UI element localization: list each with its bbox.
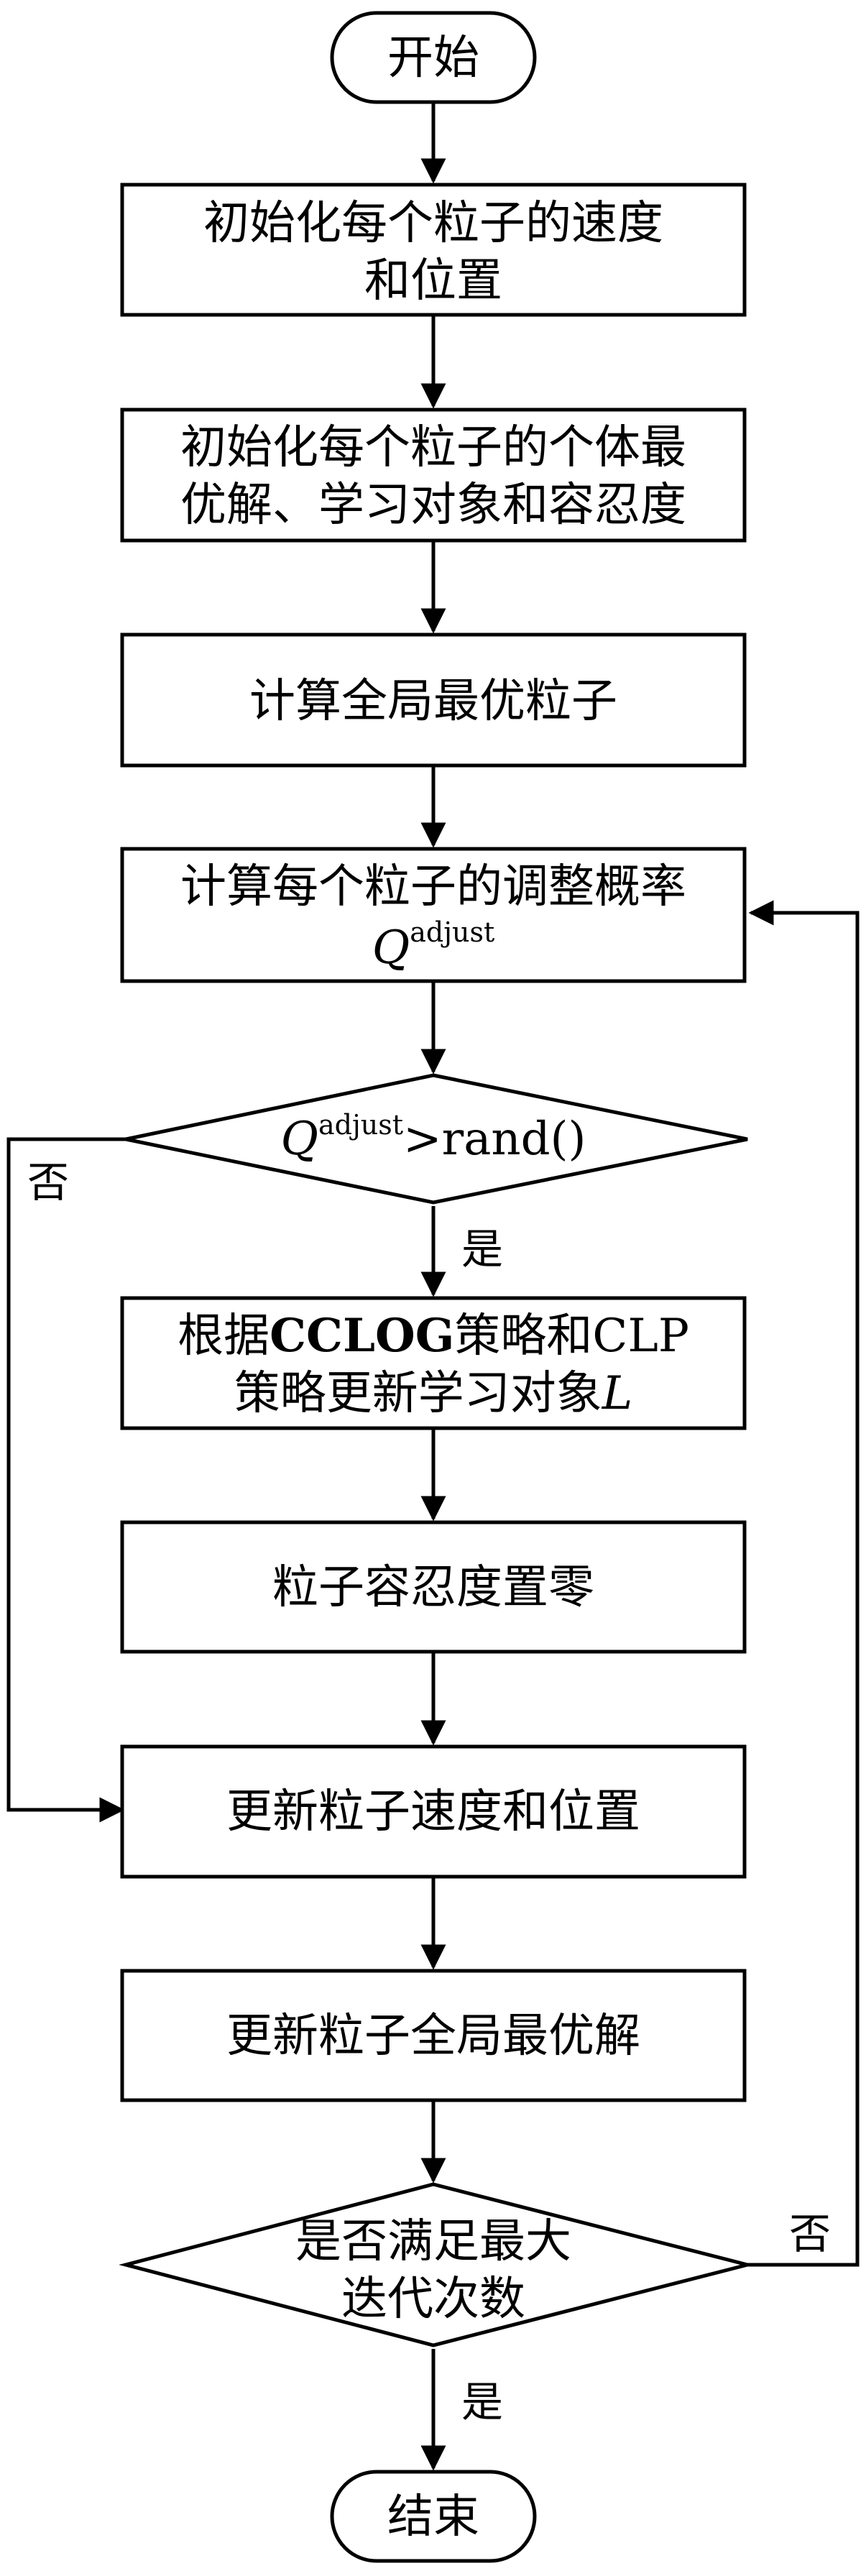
calc-gbest-box [120,632,747,768]
update-learning-l2b: L [602,1367,633,1420]
q-symbol: Q [372,921,410,975]
decision-adjust [125,1073,748,1205]
tolerance-reset-box [120,1520,747,1654]
decision-adjust-label: Qadjust>rand() [281,1109,586,1166]
update-learning-l1d: CLP [592,1310,689,1363]
update-velocity-box [120,1744,747,1879]
calc-prob-box [120,847,747,983]
decision-compare: >rand() [403,1113,586,1166]
update-gbest-box [120,1969,747,2102]
calc-gbest-label: 计算全局最优粒子 [249,675,617,728]
update-learning-l2a: 策略更新学习对象 [234,1367,602,1420]
init-velocity-line1: 初始化每个粒子的速度 [203,197,663,250]
calc-prob-line1: 计算每个粒子的调整概率 [180,860,686,914]
q-superscript: adjust [410,916,494,948]
update-learning-box [120,1296,747,1430]
decision-max-iter-line2: 迭代次数 [341,2273,525,2326]
decision-max-iter-line1: 是否满足最大 [295,2215,571,2268]
start-terminal [330,11,537,104]
calc-prob-line2: Qadjust [372,916,494,975]
q-symbol-decision: Q [281,1113,318,1166]
tolerance-reset-label: 粒子容忍度置零 [272,1561,594,1614]
update-learning-line1: 根据CCLOG策略和CLP [178,1309,689,1363]
init-pbest-line1: 初始化每个粒子的个体最 [180,421,686,474]
update-velocity-label: 更新粒子速度和位置 [226,1785,640,1839]
arrow-decision-no [6,1137,126,1823]
arrow-maxiter-no [747,900,860,2267]
decision-max-iter [119,2182,748,2347]
start-label: 开始 [387,32,479,85]
init-velocity-line2: 和位置 [364,254,502,308]
init-velocity-box [120,183,747,317]
label-no-adjust: 否 [27,1158,69,1207]
label-yes-max-iter: 是 [461,2378,503,2426]
init-pbest-line2: 优解、学习对象和容忍度 [180,479,686,532]
end-terminal [330,2470,537,2563]
label-no-max-iter: 否 [789,2209,831,2258]
init-pbest-box [120,408,747,543]
update-learning-line2: 策略更新学习对象L [234,1367,633,1420]
label-yes-adjust: 是 [461,1225,503,1274]
q-superscript-decision: adjust [318,1109,403,1141]
update-learning-l1b: CCLOG [270,1309,454,1363]
end-label: 结束 [387,2490,479,2544]
update-learning-l1a: 根据 [178,1310,270,1363]
update-gbest-label: 更新粒子全局最优解 [226,2010,640,2063]
update-learning-l1c: 策略和 [454,1310,592,1363]
